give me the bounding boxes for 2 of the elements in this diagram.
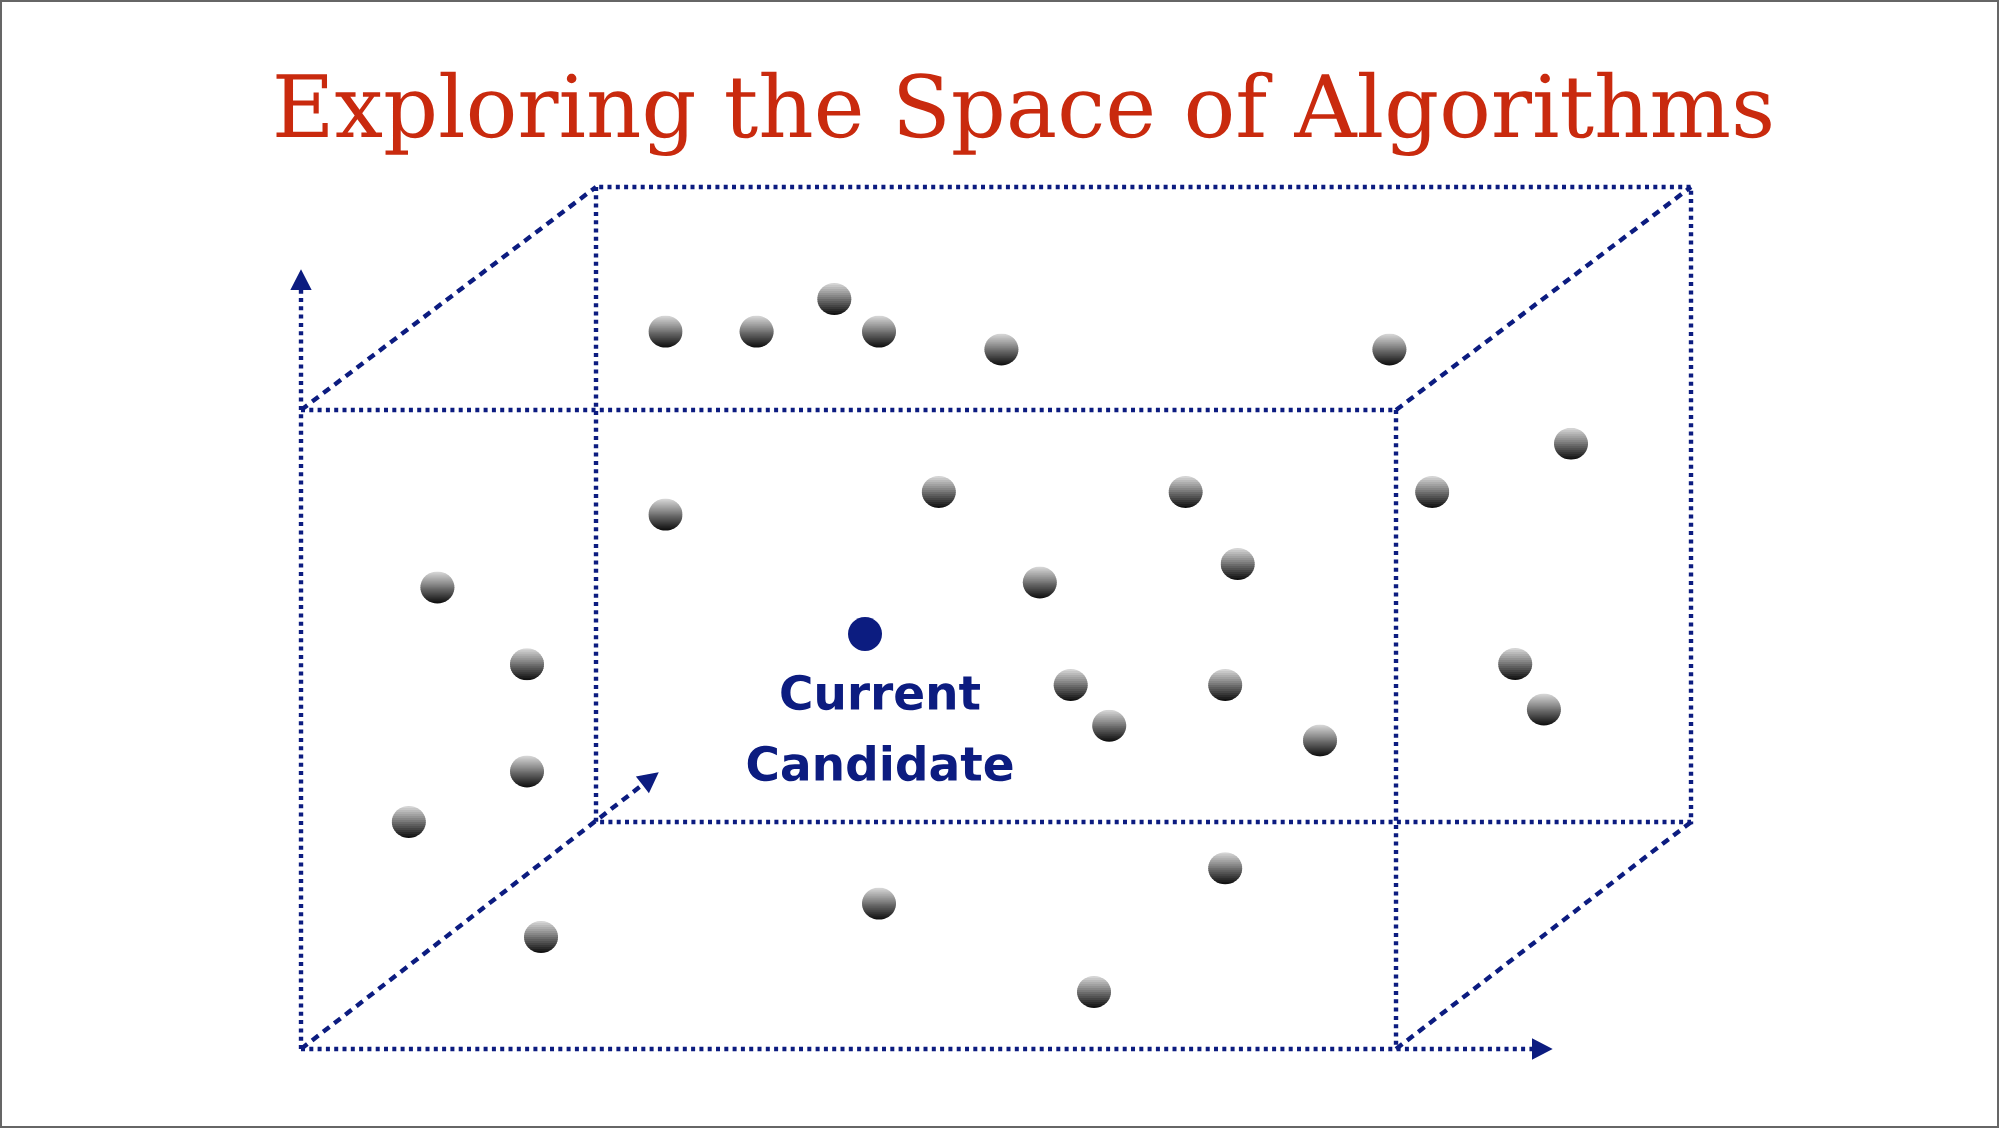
- title: Exploring the Space of Algorithms: [276, 71, 1771, 157]
- point-label: Current Candidate: [747, 674, 1013, 782]
